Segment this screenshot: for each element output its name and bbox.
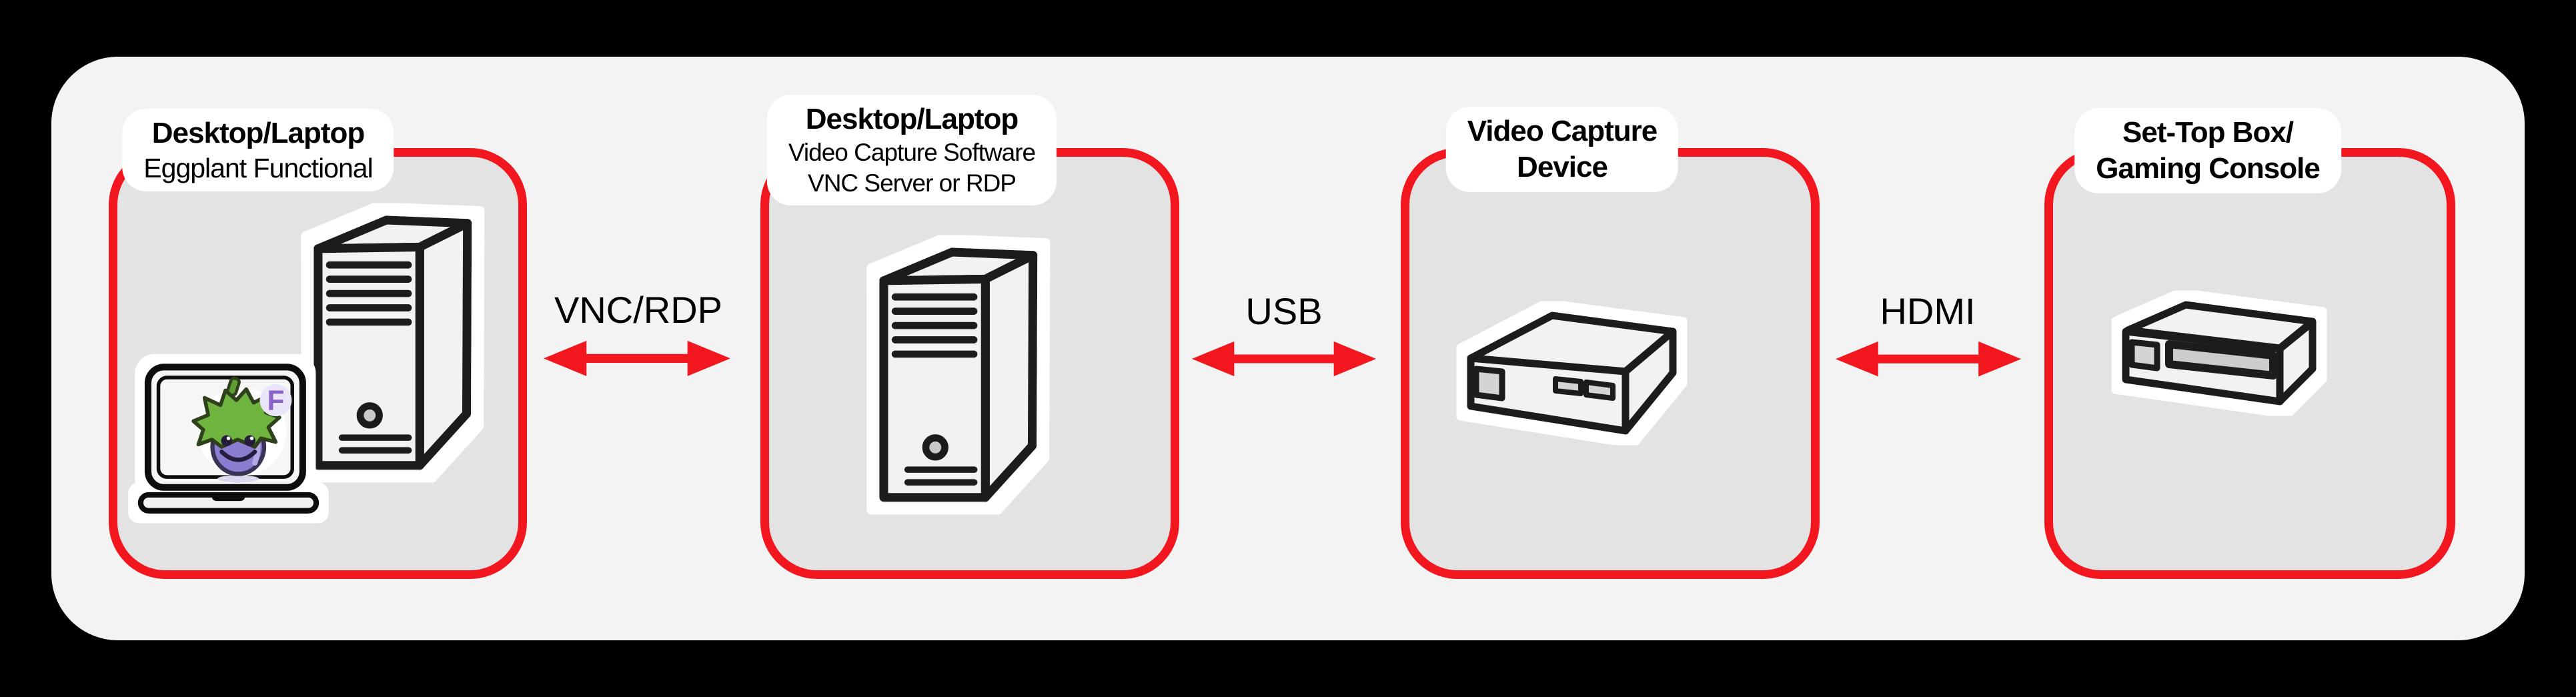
stb-button-square <box>2128 339 2160 372</box>
bidirectional-arrow-hdmi <box>1835 341 2022 377</box>
connection-label-vnc-rdp: VNC/RDP <box>554 289 723 331</box>
node-capture-desktop <box>760 148 1179 579</box>
device-front-face <box>1467 354 1630 435</box>
set-top-box-icon <box>2122 301 2317 406</box>
stb-disc-slot <box>2165 340 2277 380</box>
node-title: Desktop/Laptop <box>805 103 1019 135</box>
connection-label-hdmi: HDMI <box>1880 290 1976 332</box>
tower-front-face <box>879 274 990 502</box>
eggplant-character: F <box>191 376 292 483</box>
tower-side-face <box>981 251 1038 502</box>
tower-vents <box>326 261 412 326</box>
tower-side-face <box>415 219 472 470</box>
tower-slot <box>904 466 978 473</box>
eye-glint <box>249 436 254 440</box>
node-title: Device <box>1517 151 1608 183</box>
eye-glint <box>226 436 231 440</box>
eggplant-eye <box>221 435 233 447</box>
functional-badge-letter: F <box>267 385 284 416</box>
tower-slot <box>338 447 412 454</box>
double-arrow-shape <box>1191 341 1377 377</box>
functional-badge <box>259 384 292 417</box>
connection-label-usb: USB <box>1245 290 1323 332</box>
node-label-video-capture-device: Video Capture Device <box>1445 107 1679 192</box>
desktop-tower-icon <box>879 247 1038 502</box>
double-arrow-shape <box>1835 341 2022 377</box>
node-title: Gaming Console <box>2096 152 2321 185</box>
tower-slot <box>338 434 412 441</box>
eggplant-smile <box>219 450 257 462</box>
tower-power-button <box>356 402 383 429</box>
node-subtitle: Video Capture Software <box>788 139 1036 166</box>
desktop-tower-icon <box>313 215 472 470</box>
node-subtitle: VNC Server or RDP <box>808 169 1017 197</box>
tower-slot <box>904 479 978 486</box>
device-usb-port <box>1553 376 1583 396</box>
video-capture-device-icon <box>1467 311 1677 435</box>
device-port-square <box>1473 366 1505 402</box>
node-label-capture-desktop: Desktop/Laptop Video Capture Software VN… <box>766 95 1057 205</box>
node-title: Set-Top Box/ <box>2122 116 2294 149</box>
eggplant-shadow <box>217 475 259 483</box>
node-label-eggplant-desktop: Desktop/Laptop Eggplant Functional <box>122 109 394 191</box>
node-title: Desktop/Laptop <box>151 117 365 149</box>
device-usb-port <box>1583 380 1616 401</box>
node-label-set-top-box: Set-Top Box/ Gaming Console <box>2074 108 2341 193</box>
tower-vents <box>891 293 978 358</box>
laptop-notch <box>211 492 245 502</box>
eggplant-laptop-icon: F <box>137 364 319 514</box>
bidirectional-arrow-usb <box>1191 341 1377 377</box>
tower-front-face <box>313 242 424 470</box>
node-subtitle: Eggplant Functional <box>143 153 373 183</box>
eggplant-eye <box>244 435 256 447</box>
double-arrow-shape <box>543 340 731 376</box>
bidirectional-arrow-vnc-rdp <box>543 340 731 376</box>
tower-power-button <box>922 434 948 461</box>
node-title: Video Capture <box>1467 115 1658 147</box>
